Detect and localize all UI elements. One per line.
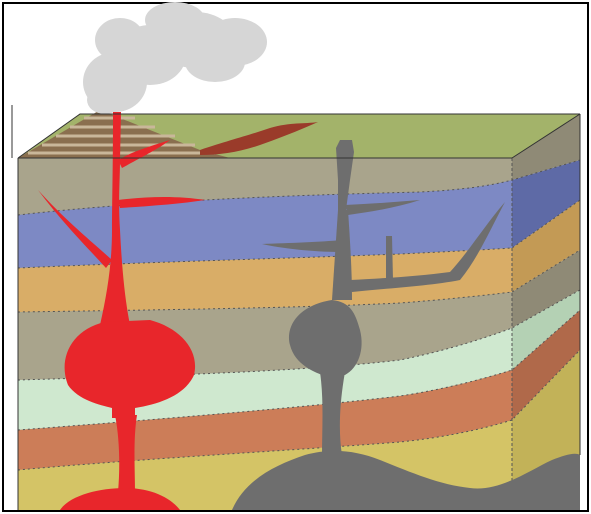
intrusion-batholith: [232, 450, 580, 510]
layer-rust: [18, 370, 512, 470]
intrusion-feeder: [320, 372, 345, 455]
magma-branch-upper: [118, 140, 170, 168]
intrusion-sill-right: [350, 202, 505, 292]
intrusion-chamber: [289, 300, 362, 375]
magma-chamber: [64, 320, 196, 418]
side-rust: [512, 310, 580, 420]
side-yellow: [512, 350, 580, 510]
side-face-strata: [511, 114, 580, 510]
lava-flow: [200, 122, 318, 155]
block-outline: [17, 113, 581, 510]
side-mint: [512, 290, 580, 370]
intrusion-sill-upper: [345, 200, 420, 215]
magma-feeder: [115, 415, 137, 492]
intrusion-sill-left: [262, 240, 342, 252]
magma-reservoir: [60, 488, 180, 510]
smoke-plume: [83, 2, 267, 114]
magma-dike-left: [38, 190, 112, 268]
side-tan: [512, 200, 580, 292]
side-grey-top: [512, 114, 580, 180]
side-grey-middle: [512, 250, 580, 328]
magma-system: [38, 112, 205, 510]
magma-sill-right: [118, 197, 205, 208]
side-blue: [512, 160, 580, 248]
intrusion-stem: [332, 210, 352, 300]
volcanic-vent: [100, 112, 130, 325]
intrusion-small-dike: [386, 236, 393, 280]
